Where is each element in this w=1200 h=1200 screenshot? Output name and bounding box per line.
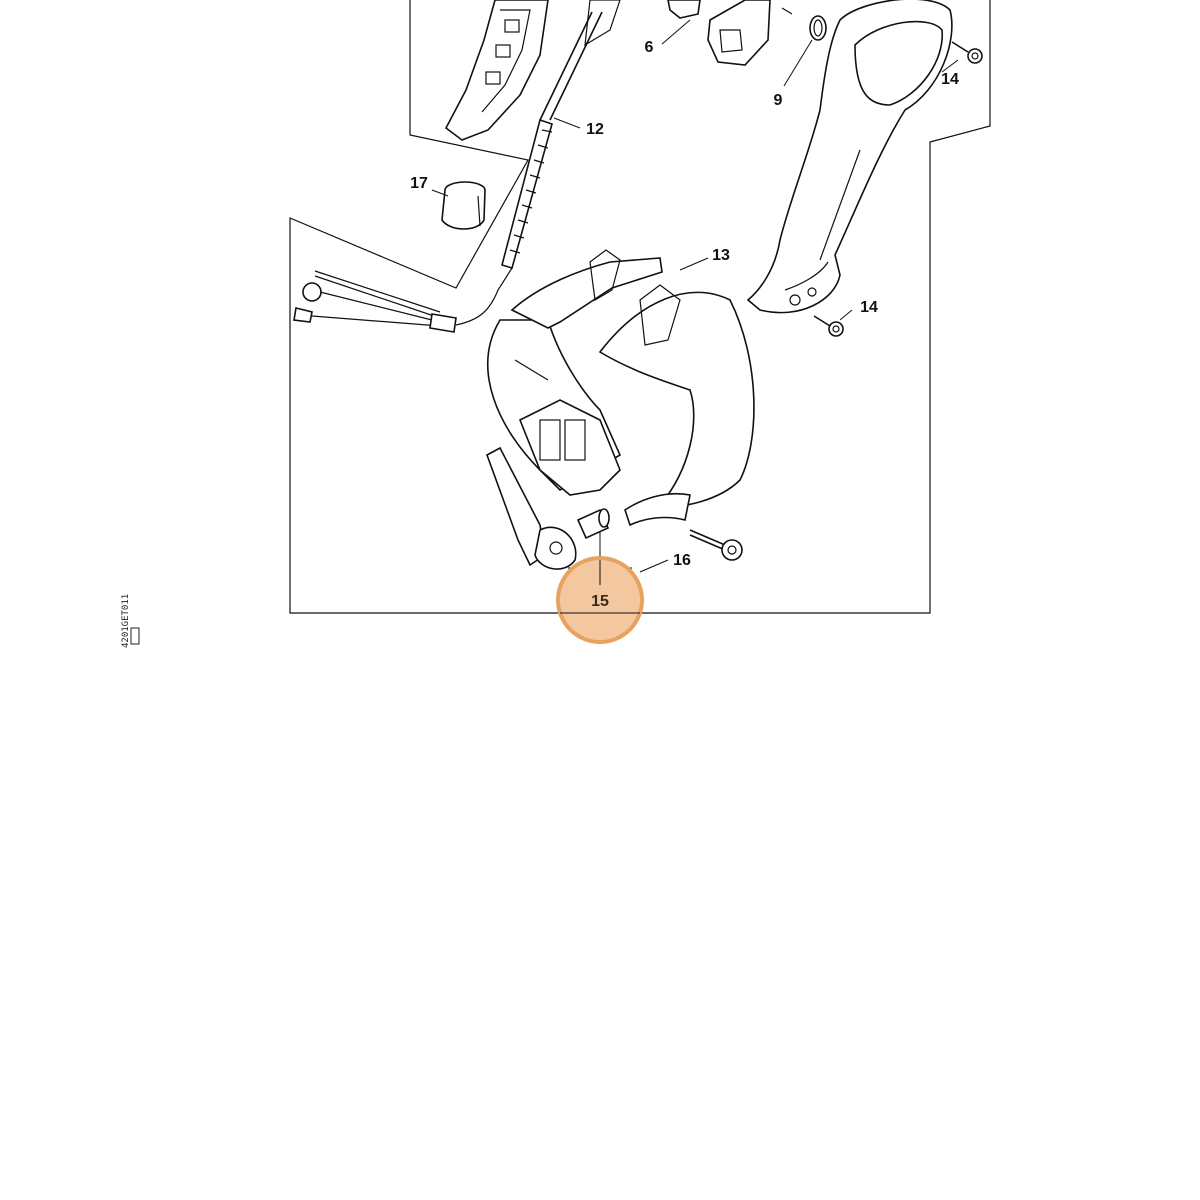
sleeve-part-17 <box>441 181 486 230</box>
pin-part-15 <box>576 508 610 540</box>
side-code: 4201GET011 <box>121 594 131 648</box>
side-code-box <box>130 627 140 645</box>
callout-13[interactable]: 13 <box>712 247 730 264</box>
guide-bar-part <box>444 0 621 141</box>
screw-part-14-top <box>951 41 983 64</box>
shroud-part-13 <box>487 249 755 527</box>
side-code-group: 4201GET011 <box>121 594 131 648</box>
rear-handle-housing <box>746 0 953 314</box>
callout-6[interactable]: 6 <box>645 39 654 56</box>
callout-9[interactable]: 9 <box>774 92 783 109</box>
spring-part-9 <box>781 7 827 41</box>
screw-part-16 <box>689 529 743 561</box>
highlight-label: 15 <box>591 593 609 610</box>
frame-outline <box>289 0 991 614</box>
callout-16[interactable]: 16 <box>673 552 691 569</box>
screw-part-14-bottom <box>813 315 844 337</box>
cable-assembly <box>293 267 513 333</box>
callout-14-top[interactable]: 14 <box>941 71 959 88</box>
highlight-circle <box>556 556 644 644</box>
callout-14-bottom[interactable]: 14 <box>860 299 878 316</box>
callout-17[interactable]: 17 <box>410 175 428 192</box>
lever-arm <box>486 446 577 570</box>
highlight-marker[interactable]: 15 <box>556 556 644 644</box>
callout-12[interactable]: 12 <box>586 121 604 138</box>
bracket-part-6 <box>667 0 771 66</box>
